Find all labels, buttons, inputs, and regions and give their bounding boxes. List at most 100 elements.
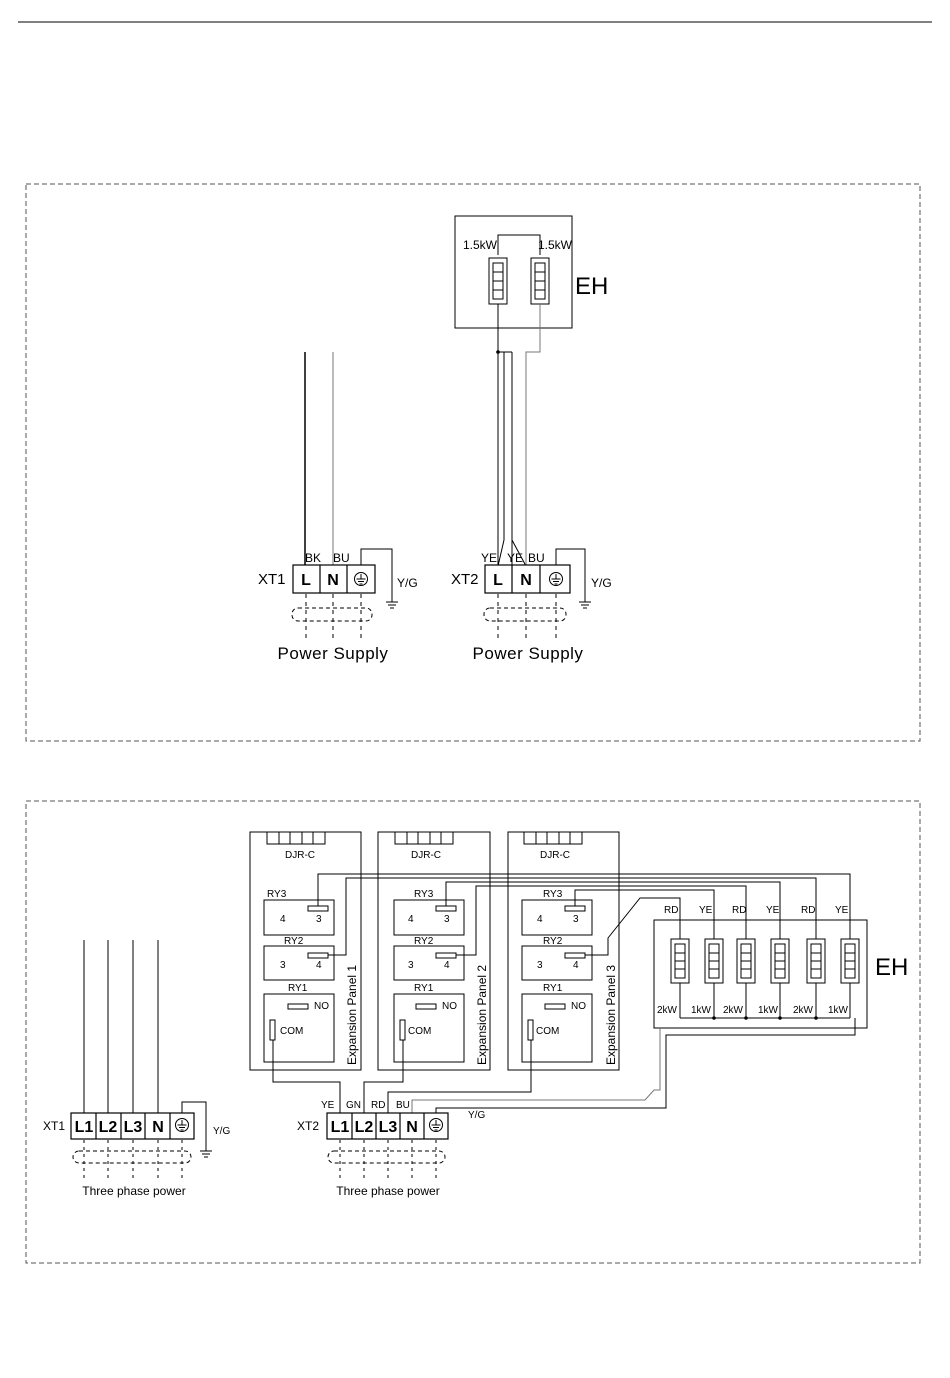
panel2-ry3-pin4: 4: [408, 914, 414, 925]
xt1b-label: XT1: [43, 1119, 65, 1133]
xt2b-wire-rd: RD: [371, 1100, 385, 1111]
heating-element-f: [840, 938, 860, 984]
xt2b-wire-ye: YE: [321, 1100, 335, 1111]
eh-top-3: RD: [732, 905, 746, 916]
eh-rating-1: 2kW: [657, 1005, 678, 1016]
xt2-wire-ye-1: YE: [481, 551, 497, 565]
xt2b-terminal-l3: L3: [379, 1119, 398, 1136]
xt2b-terminal-l1: L1: [331, 1119, 350, 1136]
panel2-name: Expansion Panel 2: [475, 965, 489, 1065]
xt2-3ph-wiring: [272, 1018, 856, 1115]
panel1-module: DJR-C: [285, 850, 315, 861]
heating-element-c: [736, 938, 756, 984]
panel3-ry2-pin4: 4: [573, 960, 579, 971]
terminal-block-xt1: L N XT1 BK BU Y/G Power Supply: [258, 551, 418, 663]
xt1-terminal-n: N: [327, 572, 339, 589]
panel2-ry2-pin4: 4: [444, 960, 450, 971]
xt2-ground-icon: [578, 595, 592, 609]
heating-element-1: [488, 257, 508, 305]
xt2b-ground-label: Y/G: [468, 1110, 485, 1121]
terminal-block-xt2-3ph: L1 L2 L3 N XT2 YE GN RD BU Y/G Three pha…: [297, 1100, 485, 1198]
relay-heater-wiring: [317, 873, 851, 956]
xt1-wire-bk: BK: [305, 551, 321, 565]
xt2-ground-label: Y/G: [591, 576, 612, 590]
xt2-terminal-l: L: [493, 572, 503, 589]
heating-element-d: [770, 938, 790, 984]
eh-rating-3: 2kW: [723, 1005, 744, 1016]
panel2-ry3-pin3: 3: [444, 914, 450, 925]
panel3-ry3-pin4: 4: [537, 914, 543, 925]
panel1-ry2-pin3: 3: [280, 960, 286, 971]
heating-element-b: [704, 938, 724, 984]
panel1-ry1: RY1: [288, 983, 308, 994]
eh-top-2: YE: [699, 905, 713, 916]
panel2-ry3: RY3: [414, 889, 434, 900]
panel3-module: DJR-C: [540, 850, 570, 861]
panel1-ry3-pin3: 3: [316, 914, 322, 925]
xt2-terminal-n: N: [520, 572, 532, 589]
eh-top-4: YE: [766, 905, 780, 916]
panel1-ry3: RY3: [267, 889, 287, 900]
xt1-ground-label: Y/G: [397, 576, 418, 590]
xt1b-terminal-l1: L1: [75, 1119, 94, 1136]
heater-eh-1: 1.5kW 1.5kW EH: [454, 215, 608, 329]
panel3-ry2: RY2: [543, 936, 563, 947]
expansion-panel-3: DJR-C RY3 4 3 RY2 3 4 RY1 NO COM Expansi…: [507, 831, 620, 1071]
heater2-label: EH: [875, 954, 908, 981]
panel3-ry3-pin3: 3: [573, 914, 579, 925]
xt2b-terminal-l2: L2: [355, 1119, 374, 1136]
xt2-wire-bu: BU: [528, 551, 545, 565]
single-phase-diagram: 1.5kW 1.5kW EH L N XT1 BK BU: [25, 183, 921, 742]
panel2-com: COM: [408, 1026, 431, 1037]
diagram1-dashed-frame: [25, 183, 921, 742]
panel2-module: DJR-C: [411, 850, 441, 861]
panel1-ry3-pin4: 4: [280, 914, 286, 925]
xt1-label: XT1: [258, 571, 286, 588]
panel2-ry1: RY1: [414, 983, 434, 994]
xt1-supply-label: Power Supply: [278, 644, 389, 663]
eh-top-6: YE: [835, 905, 849, 916]
xt1b-ground-label: Y/G: [213, 1126, 230, 1137]
panel3-ry3: RY3: [543, 889, 563, 900]
panel1-no: NO: [314, 1001, 329, 1012]
expansion-panel-2: DJR-C RY3 4 3 RY2 3 4 RY1 NO COM Expansi…: [377, 831, 491, 1071]
eh-rating-4: 1kW: [758, 1005, 779, 1016]
eh-rating-6: 1kW: [828, 1005, 849, 1016]
heater-rating-1: 1.5kW: [463, 238, 498, 252]
panel1-com: COM: [280, 1026, 303, 1037]
xt1-terminal-l: L: [301, 572, 311, 589]
panel1-name: Expansion Panel 1: [345, 965, 359, 1065]
xt2b-supply-label: Three phase power: [336, 1184, 439, 1198]
eh-rating-2: 1kW: [691, 1005, 712, 1016]
panel3-ry1: RY1: [543, 983, 563, 994]
panel3-no: NO: [571, 1001, 586, 1012]
xt1b-terminal-l2: L2: [99, 1119, 118, 1136]
xt1-wire-bu: BU: [333, 551, 350, 565]
heater-rating-2: 1.5kW: [538, 238, 573, 252]
eh-top-5: RD: [801, 905, 815, 916]
xt1b-terminal-n: N: [152, 1119, 164, 1136]
terminal-block-xt1-3ph: L1 L2 L3 N XT1 Y/G Three phase power: [43, 1112, 230, 1198]
xt2-wire-ye-2: YE: [507, 551, 523, 565]
eh-top-1: RD: [664, 905, 678, 916]
panel3-ry2-pin3: 3: [537, 960, 543, 971]
heating-element-2: [530, 257, 550, 305]
xt1b-supply-label: Three phase power: [82, 1184, 185, 1198]
xt2b-terminal-n: N: [406, 1119, 418, 1136]
heater-eh-2: RD YE RD YE RD YE 2kW 1kW 2kW 1kW 2kW 1k…: [653, 905, 908, 1029]
xt2b-wire-bu: BU: [396, 1100, 410, 1111]
panel3-com: COM: [536, 1026, 559, 1037]
panel1-ry2-pin4: 4: [316, 960, 322, 971]
panel3-name: Expansion Panel 3: [604, 965, 618, 1065]
diagram2-dashed-frame: [25, 800, 921, 1264]
panel1-ry2: RY2: [284, 936, 304, 947]
eh-rating-5: 2kW: [793, 1005, 814, 1016]
xt2-label: XT2: [451, 571, 479, 588]
panel2-ry2-pin3: 3: [408, 960, 414, 971]
xt1b-ground-icon: [199, 1144, 213, 1158]
heating-element-e: [806, 938, 826, 984]
xt2-supply-label: Power Supply: [473, 644, 584, 663]
xt2b-label: XT2: [297, 1119, 319, 1133]
three-phase-diagram: DJR-C RY3 4 3 RY2 3 4 RY1 NO COM Expansi…: [25, 800, 921, 1264]
